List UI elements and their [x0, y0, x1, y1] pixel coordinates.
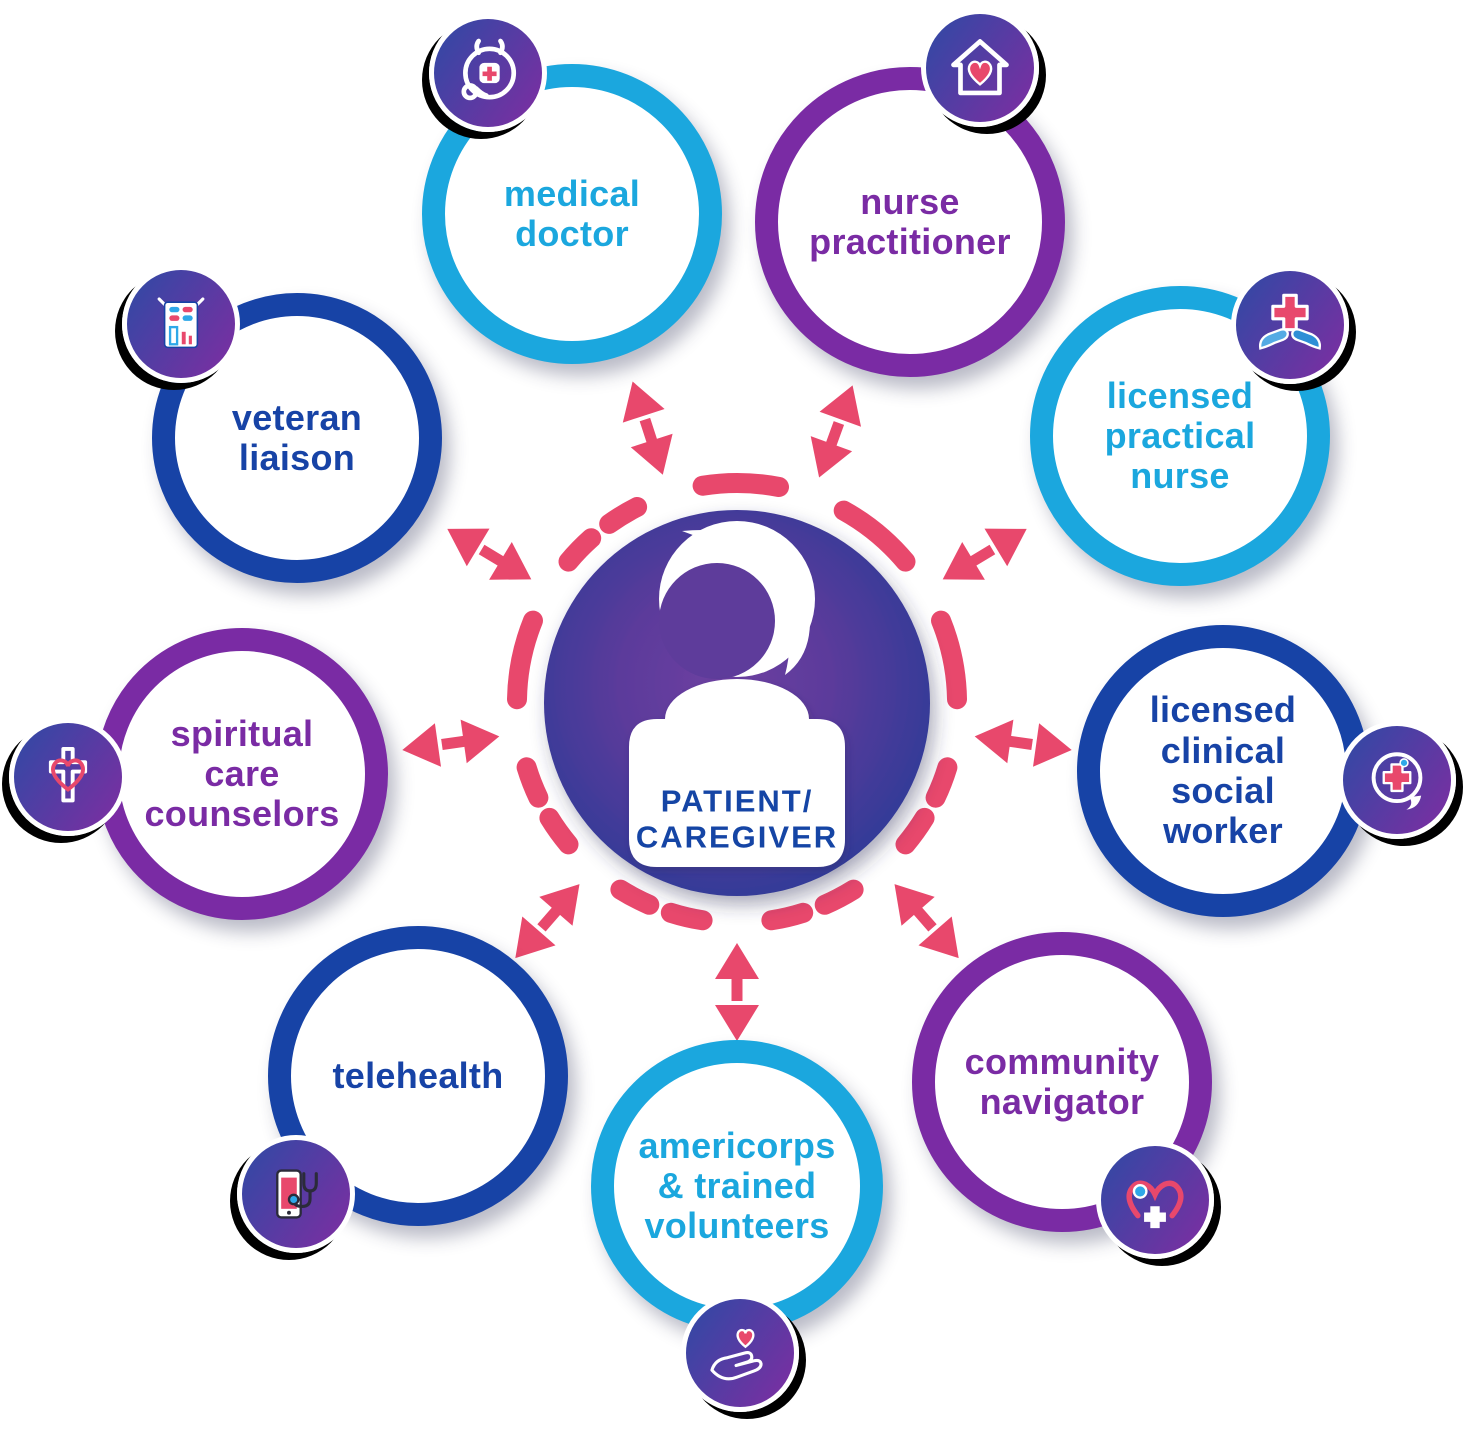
cross-heart-glyph: [48, 746, 88, 803]
hub-dash: [660, 902, 713, 931]
hub-dash: [814, 879, 864, 915]
phone-stethoscope-icon: [237, 1135, 355, 1253]
role-circle-americorps-trained-volunteers: americorps & trained volunteers: [591, 1040, 883, 1332]
hub-arrowhead: [402, 723, 441, 767]
hub-arrowhead: [942, 542, 985, 580]
role-label-licensed-clinical-social-worker: licensed clinical social worker: [1149, 689, 1297, 852]
role-label-telehealth: telehealth: [332, 1054, 504, 1096]
hub-arrowhead: [894, 884, 935, 926]
role-label-spiritual-care-counselors: spiritual care counselors: [144, 712, 340, 835]
hub-arrowhead: [819, 385, 861, 427]
hub-arrowhead: [515, 916, 556, 959]
hub-arrowhead: [1033, 723, 1072, 767]
hub-arrowhead: [810, 436, 853, 478]
phone-stethoscope-glyph: [276, 1169, 318, 1219]
hub-circle: [544, 510, 930, 896]
hub-arrow: [515, 884, 580, 959]
role-label-nurse-practitioner: nurse practitioner: [809, 180, 1011, 262]
hub-arrow: [715, 943, 759, 1041]
stethoscope-glyph: [461, 38, 517, 101]
hub-dash: [931, 610, 967, 710]
hub-label-line1: PATIENT/: [661, 784, 814, 819]
hub-arrowhead: [622, 381, 665, 423]
role-circle-nurse-practitioner: nurse practitioner: [755, 67, 1065, 377]
hub-arrowhead: [715, 1005, 759, 1041]
dashed-ring: [507, 472, 967, 931]
hub-dash: [833, 500, 916, 572]
role-label-veteran-liaison: veteran liaison: [231, 396, 363, 478]
hub-dash: [539, 807, 579, 855]
hub-arrow: [974, 719, 1072, 767]
woman-silhouette-icon: [629, 521, 845, 867]
speech-cross-glyph: [1371, 752, 1423, 810]
hand-heart-glyph: [710, 1328, 763, 1381]
hub-arrowhead: [447, 528, 490, 567]
hub-arrowhead: [539, 884, 580, 926]
house-heart-glyph: [951, 39, 1009, 96]
role-circle-spiritual-care-counselors: spiritual care counselors: [96, 628, 388, 920]
hub-dash: [558, 528, 602, 572]
hub-arrowhead: [715, 943, 759, 979]
cross-heart-icon: [9, 718, 127, 836]
hub-dash: [761, 902, 814, 931]
hub-arrow: [622, 381, 673, 475]
hub-arrowhead: [630, 433, 673, 475]
hub-dash: [895, 807, 935, 855]
hub-arrowhead: [974, 719, 1014, 764]
hub-arrow: [894, 884, 959, 959]
pills-chart-icon: [122, 265, 240, 383]
hub-dash: [692, 472, 789, 497]
pills-chart-glyph: [157, 297, 205, 349]
hub-label-plate: [629, 679, 845, 867]
hub-arrowhead: [489, 542, 532, 580]
hub-label-line2: CAREGIVER: [636, 820, 838, 855]
hub-dash: [516, 757, 549, 808]
cross-hands-glyph: [1258, 293, 1322, 350]
role-label-licensed-practical-nurse: licensed practical nurse: [1104, 374, 1256, 497]
hub-arrowhead: [984, 528, 1027, 567]
role-label-americorps-trained-volunteers: americorps & trained volunteers: [638, 1124, 836, 1247]
heart-cross-icon: [1096, 1141, 1214, 1259]
hub-dash: [599, 497, 648, 534]
hub-dash: [610, 879, 660, 915]
hand-heart-icon: [681, 1294, 799, 1412]
hub-arrow: [447, 528, 532, 580]
stethoscope-icon: [429, 14, 547, 132]
hub-arrow: [810, 385, 861, 478]
hub-arrowhead: [918, 916, 959, 959]
hub-dash: [507, 610, 543, 710]
role-label-community-navigator: community navigator: [964, 1040, 1160, 1122]
role-circle-licensed-clinical-social-worker: licensed clinical social worker: [1077, 625, 1369, 917]
hub-arrow: [942, 528, 1027, 580]
cross-hands-icon: [1231, 266, 1349, 384]
hub-arrow: [402, 719, 500, 767]
role-label-medical-doctor: medical doctor: [503, 172, 641, 254]
hub-arrowhead: [460, 719, 500, 764]
patient-caregiver-hub: PATIENT/ CAREGIVER: [544, 510, 930, 896]
house-heart-icon: [921, 9, 1039, 127]
heart-cross-glyph: [1126, 1180, 1184, 1229]
speech-cross-icon: [1338, 721, 1456, 839]
hub-dash: [925, 757, 958, 808]
